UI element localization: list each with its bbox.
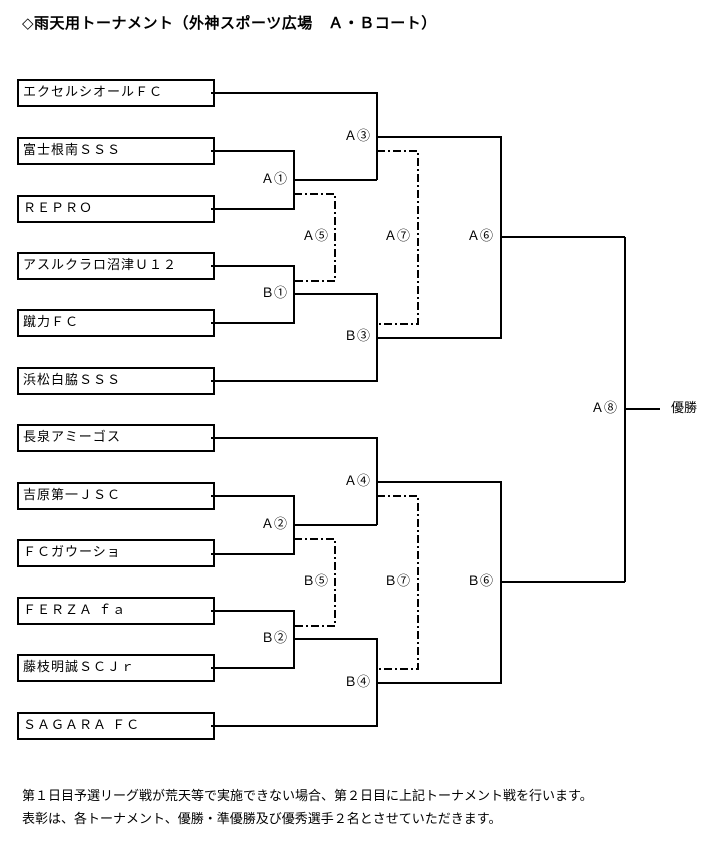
match-label: Ｂ④ <box>344 675 371 690</box>
match-label: Ａ④ <box>344 474 371 489</box>
final-match-label: Ａ⑧ <box>591 401 618 416</box>
match-label: Ａ⑦ <box>384 229 411 244</box>
team-box: ＦＣガウーショ <box>17 539 215 567</box>
team-box: ＦＥＲＺＡ ｆａ <box>17 597 215 625</box>
match-label: Ｂ⑦ <box>384 574 411 589</box>
page-title: ◇雨天用トーナメント（外神スポーツ広場 Ａ・Ｂコート） <box>22 14 437 32</box>
team-box: アスルクラロ沼津Ｕ１２ <box>17 252 215 280</box>
note-line: 表彰は、各トーナメント、優勝・準優勝及び優秀選手２名とさせていただきます。 <box>22 812 502 827</box>
team-box: 長泉アミーゴス <box>17 424 215 452</box>
team-box: ＳＡＧＡＲＡ ＦＣ <box>17 712 215 740</box>
team-box: 富士根南ＳＳＳ <box>17 137 215 165</box>
bracket-bottom <box>211 437 625 727</box>
team-box: エクセルシオールＦＣ <box>17 79 215 107</box>
team-box: 藤枝明誠ＳＣＪｒ <box>17 654 215 682</box>
team-box: 吉原第一ＪＳＣ <box>17 482 215 510</box>
team-box: 浜松白脇ＳＳＳ <box>17 367 215 395</box>
team-box: ＲＥＰＲＯ <box>17 195 215 223</box>
match-label: Ｂ② <box>261 631 288 646</box>
match-label: Ｂ⑤ <box>302 574 329 589</box>
bracket-top <box>211 92 625 382</box>
match-label: Ｂ⑥ <box>467 574 494 589</box>
team-box: 蹴力ＦＣ <box>17 309 215 337</box>
champion-label: 優勝 <box>671 401 698 416</box>
match-label: Ａ② <box>261 517 288 532</box>
match-label: Ａ① <box>261 172 288 187</box>
match-label: Ａ⑤ <box>302 229 329 244</box>
match-label: Ａ③ <box>344 129 371 144</box>
match-label: Ｂ③ <box>344 329 371 344</box>
match-label: Ａ⑥ <box>467 229 494 244</box>
match-label: Ｂ① <box>261 286 288 301</box>
note-line: 第１日目予選リーグ戦が荒天等で実施できない場合、第２日目に上記トーナメント戦を行… <box>22 789 593 804</box>
